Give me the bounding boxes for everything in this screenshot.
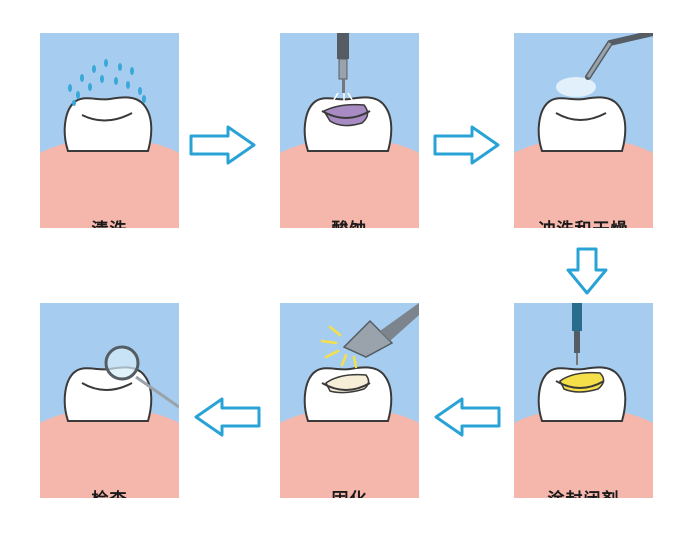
air-water-syringe-icon xyxy=(585,33,653,80)
arrow-right-icon xyxy=(189,125,256,165)
tooth-icon xyxy=(303,366,393,422)
curing-light-icon xyxy=(342,303,419,358)
cure-scene xyxy=(280,303,419,498)
step-panel-cure: 固化 xyxy=(280,303,419,498)
step-panel-clean: 清洗 xyxy=(40,33,179,228)
water-drops-icon xyxy=(68,59,146,106)
step-label: 检查 xyxy=(40,485,179,498)
step-panel-rinse-dry: 冲洗和干燥 xyxy=(514,33,653,228)
arrow-right-icon xyxy=(433,125,500,165)
clean-scene xyxy=(40,33,179,228)
inspect-scene xyxy=(40,303,179,498)
rinse-scene xyxy=(514,33,653,228)
arrow-left-icon xyxy=(194,397,261,437)
tooth-icon xyxy=(63,366,153,422)
step-label: 固化 xyxy=(280,485,419,498)
applicator-icon xyxy=(572,303,582,365)
step-panel-apply-sealant: 涂封闭剂 xyxy=(514,303,653,498)
air-spray-icon xyxy=(556,77,596,97)
step-panel-etch: 酸蚀 xyxy=(280,33,419,228)
tooth-icon xyxy=(537,96,627,152)
etch-gel-icon xyxy=(322,103,369,127)
step-label: 酸蚀 xyxy=(280,215,419,228)
arrow-left-icon xyxy=(434,397,501,437)
syringe-icon xyxy=(331,33,355,104)
step-panel-inspect: 检查 xyxy=(40,303,179,498)
arrow-down-icon xyxy=(566,247,608,295)
step-label: 涂封闭剂 xyxy=(514,485,653,498)
light-rays-icon xyxy=(320,325,358,369)
step-label: 冲洗和干燥 xyxy=(514,215,653,228)
tooth-icon xyxy=(63,96,153,152)
step-label: 清洗 xyxy=(40,215,179,228)
sealant-scene xyxy=(514,303,653,498)
etch-scene xyxy=(280,33,419,228)
dental-mirror-icon xyxy=(104,345,179,409)
